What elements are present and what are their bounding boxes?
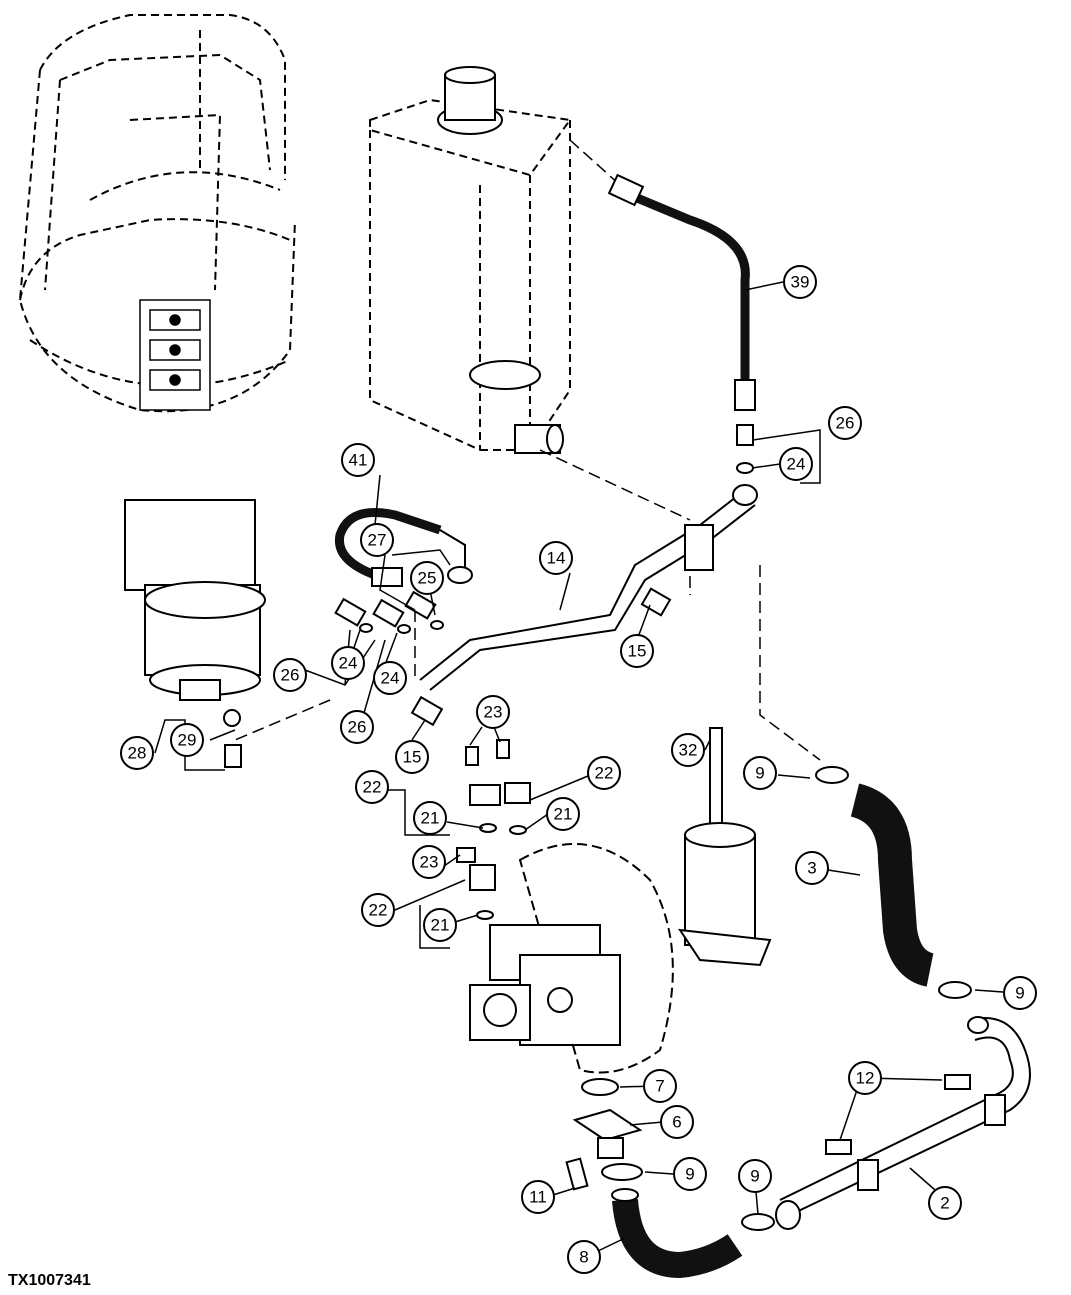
svg-text:21: 21 (554, 805, 573, 824)
svg-text:2: 2 (940, 1194, 949, 1213)
svg-text:22: 22 (363, 778, 382, 797)
swing-motor-illustration (124, 499, 266, 768)
callout-23-top: 23 (476, 695, 510, 729)
callout-9-right: 9 (1003, 976, 1037, 1010)
callout-22-right: 22 (587, 756, 621, 790)
callout-22-left: 22 (355, 770, 389, 804)
callout-26: 26 (828, 406, 862, 440)
svg-text:23: 23 (420, 853, 439, 872)
svg-text:39: 39 (791, 273, 810, 292)
svg-text:7: 7 (655, 1077, 664, 1096)
svg-text:24: 24 (339, 654, 358, 673)
callout-27: 27 (360, 523, 394, 557)
hose-3 (815, 766, 972, 999)
callout-22-lower: 22 (361, 893, 395, 927)
svg-text:32: 32 (679, 741, 698, 760)
callout-21-left: 21 (413, 801, 447, 835)
fitting-26-upper (736, 424, 754, 474)
svg-text:9: 9 (1015, 984, 1024, 1003)
callout-28: 28 (120, 736, 154, 770)
fittings-left-group (334, 587, 672, 727)
tank-cap-illustration (437, 66, 503, 135)
callout-9-lower: 9 (738, 1159, 772, 1193)
callout-21-lower: 21 (423, 908, 457, 942)
callout-8: 8 (567, 1240, 601, 1274)
svg-text:25: 25 (418, 569, 437, 588)
hose-41 (334, 508, 473, 587)
svg-text:29: 29 (178, 731, 197, 750)
callout-26-left: 26 (273, 658, 307, 692)
callout-6: 6 (660, 1105, 694, 1139)
callout-21-right: 21 (546, 797, 580, 831)
svg-text:11: 11 (529, 1188, 547, 1207)
tube-2 (775, 1016, 1031, 1230)
callout-25: 25 (410, 561, 444, 595)
svg-text:3: 3 (807, 859, 816, 878)
hose-8 (611, 1188, 743, 1279)
callout-3: 3 (795, 851, 829, 885)
clamp-and-fitting-11 (565, 1157, 643, 1191)
callout-23-lower: 23 (412, 845, 446, 879)
tank-port-illustration (469, 360, 564, 454)
svg-text:9: 9 (750, 1167, 759, 1186)
svg-text:21: 21 (421, 809, 440, 828)
svg-text:15: 15 (628, 642, 647, 661)
svg-text:8: 8 (579, 1248, 588, 1267)
hydraulic-tank-illustration (369, 98, 572, 451)
callout-9-upper: 9 (743, 756, 777, 790)
flange-6 (572, 1108, 643, 1159)
svg-text:26: 26 (348, 718, 367, 737)
callout-15-left: 15 (395, 740, 429, 774)
svg-text:28: 28 (128, 744, 147, 763)
callout-15-right: 15 (620, 634, 654, 668)
callout-32: 32 (671, 733, 705, 767)
callout-2: 2 (928, 1186, 962, 1220)
o-ring-7 (581, 1078, 619, 1096)
callout-39: 39 (783, 265, 817, 299)
center-swivel-illustration (677, 727, 772, 967)
hydraulic-pump-illustration (469, 843, 674, 1074)
svg-text:6: 6 (672, 1113, 681, 1132)
callout-7: 7 (643, 1069, 677, 1103)
svg-text:24: 24 (787, 455, 806, 474)
svg-text:27: 27 (368, 531, 387, 550)
figure-id: TX1007341 (8, 1272, 91, 1289)
svg-text:9: 9 (755, 764, 764, 783)
callout-29: 29 (170, 723, 204, 757)
svg-text:22: 22 (595, 764, 614, 783)
callout-24: 24 (779, 447, 813, 481)
svg-text:22: 22 (369, 901, 388, 920)
tube-14 (419, 484, 758, 691)
svg-text:26: 26 (836, 414, 855, 433)
svg-text:12: 12 (856, 1069, 875, 1088)
clamp-9-lower (741, 1213, 775, 1231)
control-valve-illustration (139, 299, 211, 411)
tee-fittings (456, 739, 531, 920)
leader-lines (154, 281, 1004, 1252)
svg-text:21: 21 (431, 916, 450, 935)
svg-text:24: 24 (381, 669, 400, 688)
callout-12: 12 (848, 1061, 882, 1095)
svg-text:14: 14 (547, 549, 566, 568)
callout-24-mid: 24 (373, 661, 407, 695)
bolts-12 (825, 1074, 971, 1155)
svg-text:41: 41 (349, 451, 368, 470)
callout-14: 14 (539, 541, 573, 575)
svg-text:15: 15 (403, 748, 422, 767)
callout-11: 11 (521, 1180, 555, 1214)
callout-9-lower-mid: 9 (673, 1157, 707, 1191)
callout-26-mid: 26 (340, 710, 374, 744)
svg-text:26: 26 (281, 666, 300, 685)
callout-24-left: 24 (331, 646, 365, 680)
hose-39 (607, 173, 756, 411)
svg-text:23: 23 (484, 703, 503, 722)
callout-41: 41 (341, 443, 375, 477)
svg-text:9: 9 (685, 1165, 694, 1184)
